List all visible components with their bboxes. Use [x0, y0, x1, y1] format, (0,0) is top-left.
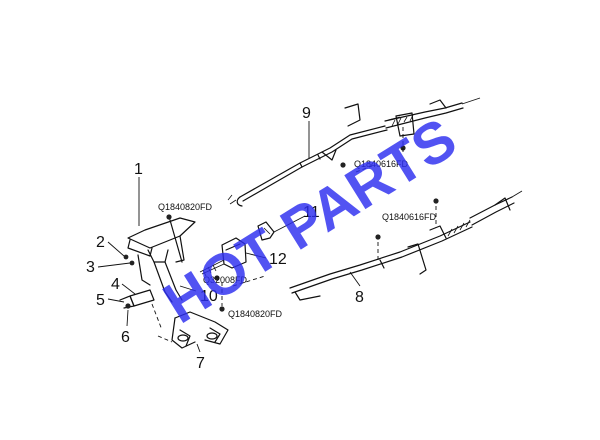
callout-12: 12	[269, 251, 287, 268]
assembly-dashed-lines	[151, 126, 437, 343]
callout-numbers: 1 2 3 4 5 6 7 8 9 10 11 12	[86, 105, 364, 372]
callout-9: 9	[302, 105, 311, 122]
leader-lines	[97, 121, 361, 353]
callout-5: 5	[96, 292, 105, 309]
part-code-label: Q1840616FD	[382, 212, 437, 222]
part-code-label: Q1840820FD	[158, 202, 213, 212]
rear-brake-cable-upper	[227, 97, 481, 207]
callout-4: 4	[111, 276, 120, 293]
callout-3: 3	[86, 259, 95, 276]
handbrake-lever	[127, 217, 196, 303]
pivot-pin	[119, 289, 155, 309]
callout-10: 10	[200, 288, 218, 305]
callout-11: 11	[303, 204, 320, 221]
part-code-label: Q1840820FD	[228, 309, 283, 319]
callout-7: 7	[196, 355, 205, 372]
callout-6: 6	[121, 329, 130, 346]
fasteners	[123, 145, 439, 312]
callout-2: 2	[96, 234, 105, 251]
part-codes: Q1840820FD Q32008FD Q1840820FD Q1840616F…	[158, 159, 437, 319]
part-code-label: Q32008FD	[203, 275, 248, 285]
lever-bracket	[171, 311, 229, 349]
callout-1: 1	[134, 161, 143, 178]
cable-clip	[257, 221, 275, 241]
callout-8: 8	[355, 289, 364, 306]
part-code-label: Q1840616FD	[354, 159, 409, 169]
rear-brake-cable-lower	[289, 190, 523, 301]
cable-equalizer	[199, 237, 247, 277]
